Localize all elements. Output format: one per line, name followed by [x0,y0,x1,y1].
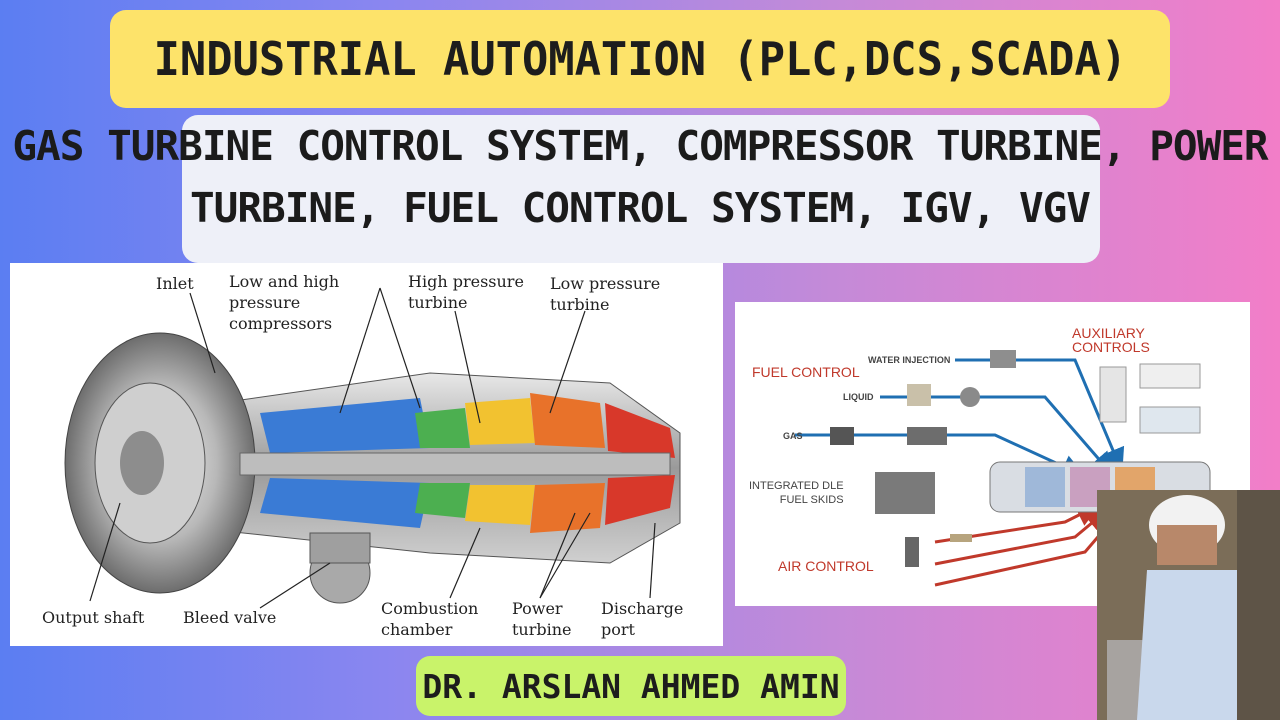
control-system-diagram: AUXILIARY CONTROLS WATER INJECTION FUEL … [735,302,1250,606]
turbine-cutaway-diagram: Inlet Low and high pressure compressors … [10,263,723,646]
page-title: INDUSTRIAL AUTOMATION (PLC,DCS,SCADA) [153,32,1127,86]
turbine-illustration [64,287,681,609]
engineer-photo [1097,490,1280,720]
label-compressors: Low and high pressure compressors [229,272,340,333]
author-name: DR. ARSLAN AHMED AMIN [422,666,840,706]
label-dle-fuel-skids: INTEGRATED DLE FUEL SKIDS [749,480,844,506]
author-banner: DR. ARSLAN AHMED AMIN [416,656,846,716]
label-combustion-chamber: Combustion chamber [381,599,479,639]
label-inlet: Inlet [156,274,194,293]
label-water-injection: WATER INJECTION [868,355,951,365]
label-discharge-port: Discharge port [601,599,684,639]
label-power-turbine: Power turbine [512,599,572,639]
label-fuel-control: FUEL CONTROL [752,364,860,380]
label-air-control: AIR CONTROL [778,558,874,574]
title-banner: INDUSTRIAL AUTOMATION (PLC,DCS,SCADA) [110,10,1170,108]
label-gas: GAS [783,431,803,441]
label-auxiliary-controls: AUXILIARY CONTROLS [1072,325,1150,355]
subtitle-banner [182,115,1100,263]
label-bleed-valve: Bleed valve [183,608,277,627]
engineer-illustration [1097,490,1280,720]
label-lp-turbine: Low pressure turbine [550,274,661,314]
subtitle-line-2: TURBINE, FUEL CONTROL SYSTEM, IGV, VGV [190,184,1091,232]
label-liquid: LIQUID [843,392,874,402]
label-hp-turbine: High pressure turbine [408,272,524,312]
subtitle-line-1: GAS TURBINE CONTROL SYSTEM, COMPRESSOR T… [12,122,1268,170]
label-output-shaft: Output shaft [42,608,145,627]
